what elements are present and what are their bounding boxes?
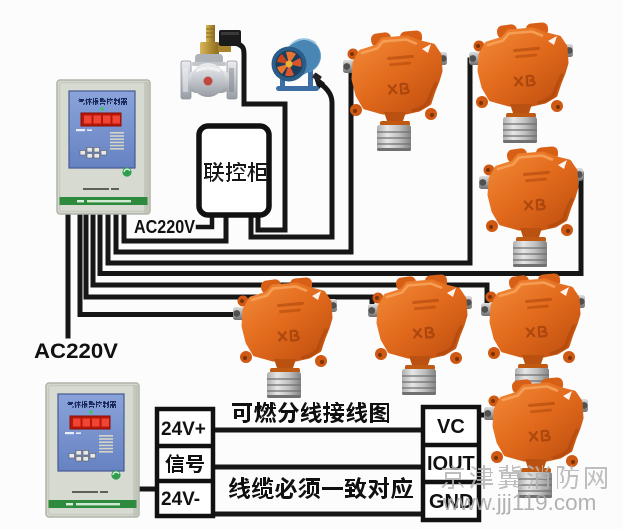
terminal-iout: IOUT [427, 453, 475, 475]
watermark-url: www.jjj119.com [442, 490, 596, 515]
gas-detector-2 [469, 22, 573, 143]
terminal-signal-glyphs [165, 454, 204, 473]
gas-detector-3 [479, 146, 583, 267]
gas-detector-1 [343, 30, 447, 151]
wire-controller-to-detector-5 [83, 207, 375, 309]
wire-cabinet-to-valve [234, 40, 288, 233]
terminal-24v-minus: 24V- [161, 489, 200, 510]
watermark: 京津冀消防网 www.jjj119.com [441, 465, 607, 515]
caption-diagram-title-glyphs [232, 402, 389, 423]
terminal-24v-plus: 24V+ [161, 419, 206, 440]
gas-alarm-controller-bottom [45, 382, 140, 518]
caption-cable-note: 线缆必须一致对应 [229, 477, 413, 499]
wire-cabinet-ac220v-stub [195, 213, 215, 230]
gas-detector-6 [481, 273, 585, 394]
terminal-block-left: 24V+ 信号 24V- [154, 406, 216, 519]
wire-controller-to-detector-2 [105, 57, 473, 266]
gas-alarm-controller-top [56, 79, 151, 215]
watermark-site-glyphs [441, 465, 607, 489]
solenoid-valve [180, 25, 241, 100]
wire-controller-to-detector-4 [77, 207, 246, 317]
linkage-cabinet-label-glyphs [204, 162, 268, 182]
wire-controller-to-detector-1 [113, 67, 354, 255]
gas-detector-5 [368, 274, 472, 395]
axial-fan [271, 38, 322, 91]
ac220v-label-top: AC220V [134, 217, 195, 237]
caption-cable-note-glyphs [229, 477, 413, 499]
terminal-gnd: GND [429, 491, 473, 513]
wire-controller-to-cabinet [121, 207, 229, 244]
linkage-cabinet: 联控柜 [196, 123, 272, 218]
caption-diagram-title: 可燃分线接线图 [232, 402, 389, 423]
wire-controller-to-detector-3 [97, 171, 584, 276]
ac220v-label-bottom: AC220V [34, 339, 119, 363]
terminal-vc: VC [437, 416, 465, 438]
wire-cabinet-to-fan [248, 79, 335, 240]
terminal-block-right: VC IOUT GND [420, 404, 482, 523]
